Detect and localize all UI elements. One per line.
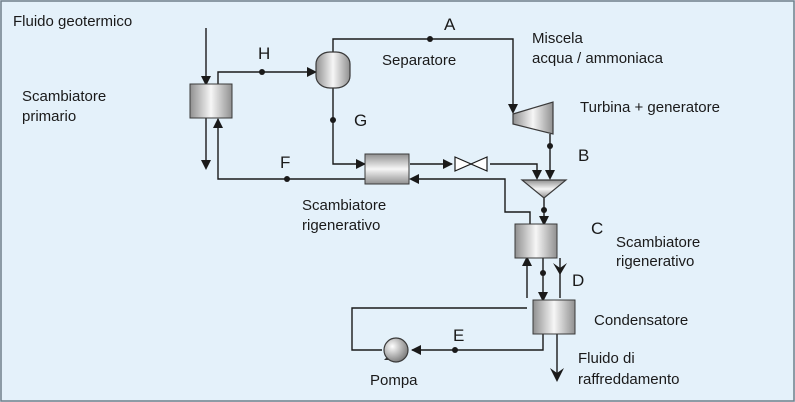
node-g bbox=[330, 117, 336, 123]
label-regen-hx-left-1: Scambiatore bbox=[302, 197, 386, 214]
node-d bbox=[540, 270, 546, 276]
arrow-e bbox=[411, 345, 421, 355]
arrow-regen-out bbox=[443, 159, 453, 169]
pipe-f-2 bbox=[217, 119, 365, 180]
point-label-d: D bbox=[572, 271, 584, 290]
label-regen-hx-right-1: Scambiatore bbox=[616, 234, 700, 251]
label-primary-hx-2: primario bbox=[22, 108, 76, 125]
label-primary-hx-1: Scambiatore bbox=[22, 88, 106, 105]
turbine-generator bbox=[512, 101, 554, 135]
point-label-e: E bbox=[453, 326, 464, 345]
node-c bbox=[541, 207, 547, 213]
node-a bbox=[427, 36, 433, 42]
arrow-geo-in bbox=[201, 76, 211, 86]
node-h bbox=[259, 69, 265, 75]
pipe-a bbox=[332, 38, 514, 112]
label-condenser: Condensatore bbox=[594, 312, 688, 329]
pipe-f-1 bbox=[411, 178, 531, 224]
arrow-geo-out bbox=[201, 160, 211, 170]
pump-icon bbox=[383, 337, 409, 363]
label-geo-fluid: Fluido geotermico bbox=[13, 13, 132, 30]
arrow-d bbox=[538, 292, 548, 302]
arrow-a bbox=[508, 104, 518, 114]
label-pump: Pompa bbox=[370, 372, 418, 389]
arrow-regen-cold bbox=[522, 256, 532, 266]
arrow-cooling-in bbox=[553, 263, 567, 275]
arrow-mixer-out bbox=[539, 216, 549, 226]
point-label-b: B bbox=[578, 146, 589, 165]
label-mixture-2: acqua / ammoniaca bbox=[532, 50, 664, 67]
condenser bbox=[532, 299, 576, 335]
arrow-f-2 bbox=[213, 118, 223, 128]
point-label-g: G bbox=[354, 111, 367, 130]
arrow-g bbox=[356, 159, 366, 169]
node-f bbox=[284, 176, 290, 182]
point-label-h: H bbox=[258, 44, 270, 63]
point-label-a: A bbox=[444, 15, 456, 34]
label-regen-hx-left-2: rigenerativo bbox=[302, 217, 380, 234]
regen-heat-exchanger-left bbox=[364, 153, 410, 185]
arrow-b bbox=[545, 170, 555, 180]
state-point-dots bbox=[259, 36, 553, 353]
primary-heat-exchanger bbox=[189, 83, 233, 119]
pipe-g bbox=[332, 88, 365, 165]
label-cooling-2: raffreddamento bbox=[578, 371, 679, 388]
pipe-valve-to-mixer bbox=[490, 163, 538, 178]
point-label-c: C bbox=[591, 219, 603, 238]
node-e bbox=[452, 347, 458, 353]
arrow-cooling-out bbox=[550, 368, 564, 382]
regen-heat-exchanger-right bbox=[514, 223, 558, 259]
mixer-funnel bbox=[520, 179, 568, 199]
arrow-h bbox=[307, 67, 317, 77]
pipe-pump-out bbox=[351, 307, 527, 351]
pipe-h bbox=[217, 71, 316, 84]
label-mixture-1: Miscela bbox=[532, 30, 584, 47]
arrow-to-mixer-1 bbox=[532, 170, 542, 180]
pipe-e bbox=[412, 334, 544, 351]
label-regen-hx-right-2: rigenerativo bbox=[616, 253, 694, 270]
label-turbine: Turbina + generatore bbox=[580, 99, 720, 116]
point-label-f: F bbox=[280, 153, 290, 172]
label-separator: Separatore bbox=[382, 52, 456, 69]
label-cooling-1: Fluido di bbox=[578, 350, 635, 367]
separator-vessel bbox=[315, 51, 351, 89]
arrow-f-1 bbox=[409, 174, 419, 184]
expansion-valve-icon bbox=[454, 156, 488, 172]
piping bbox=[201, 28, 567, 382]
node-b bbox=[547, 143, 553, 149]
